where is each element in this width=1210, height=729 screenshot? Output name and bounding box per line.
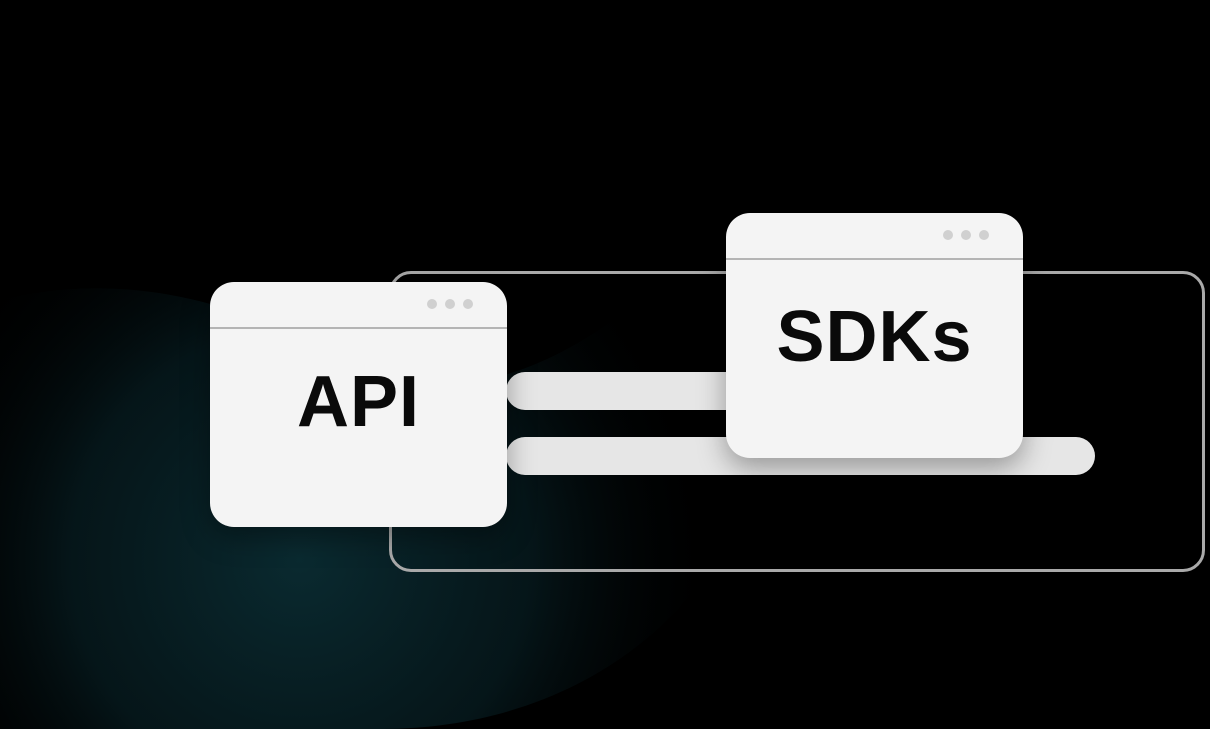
connector-bar-top bbox=[506, 372, 746, 410]
window-dots-icon bbox=[943, 230, 989, 240]
dot bbox=[961, 230, 971, 240]
dot bbox=[463, 299, 473, 309]
api-window-titlebar bbox=[210, 282, 507, 329]
dot bbox=[427, 299, 437, 309]
dot bbox=[979, 230, 989, 240]
sdks-label: SDKs bbox=[776, 297, 973, 377]
dot bbox=[445, 299, 455, 309]
api-label: API bbox=[296, 362, 421, 442]
api-window: API bbox=[210, 282, 507, 527]
window-dots-icon bbox=[427, 299, 473, 309]
dot bbox=[943, 230, 953, 240]
sdks-window-titlebar bbox=[726, 213, 1023, 260]
sdks-window: SDKs bbox=[726, 213, 1023, 458]
